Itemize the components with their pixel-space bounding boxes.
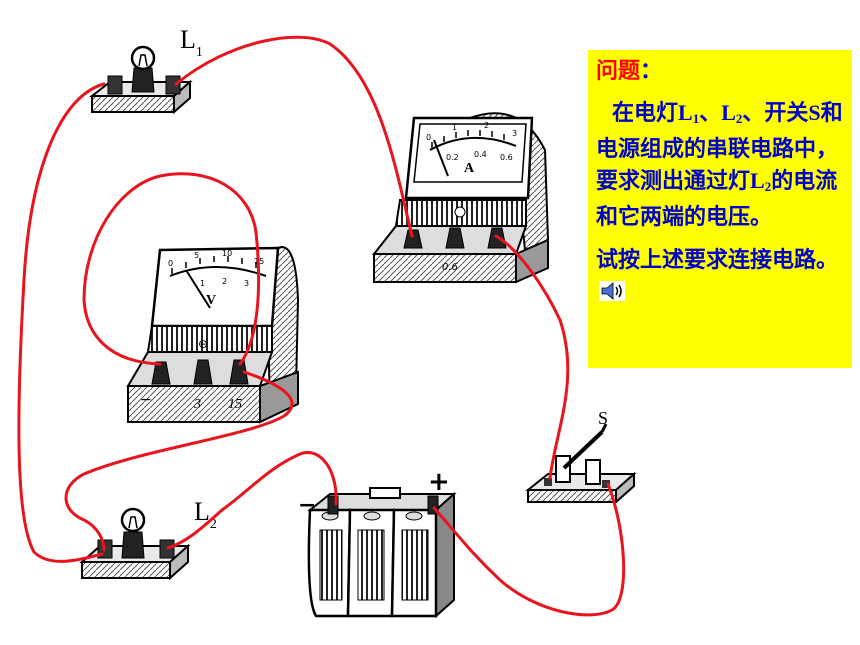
q-part-e: 的电流和它两端的电压。 [596, 169, 838, 230]
ammeter-unit: A [464, 161, 475, 176]
ammeter-scale-top-1: 1 [452, 123, 457, 132]
switch-s[interactable] [525, 423, 637, 505]
q-instruction-text: 试按上述要求连接电路。 [596, 248, 839, 273]
speaker-icon[interactable] [598, 280, 626, 302]
battery-minus-label: − [298, 493, 316, 518]
wire-battery-to-l2[interactable] [166, 451, 338, 550]
battery-cell-3 [390, 508, 438, 618]
q-lamp1-sub: 1 [692, 111, 700, 126]
q-part-a: 在电灯 [612, 101, 679, 126]
wire-l1-to-ammeter[interactable] [174, 35, 414, 238]
q-part-d: 和电源组成的串联电路中，要求测出通过灯 [596, 101, 843, 194]
battery[interactable] [307, 487, 457, 619]
wire-l1-to-l2[interactable] [17, 82, 106, 563]
ammeter-scale-bottom-1: 0.2 [446, 153, 459, 162]
question-title-text: 问题 [596, 59, 641, 84]
q-part-b: 、 [699, 101, 722, 126]
voltmeter-minus-mark: − [140, 392, 152, 408]
wire-voltmeter-15[interactable] [64, 370, 294, 552]
lamp-l2-label: L2 [194, 497, 217, 532]
ammeter-scale-bottom-2: 0.4 [474, 150, 487, 159]
voltmeter-terminal-minus[interactable] [151, 361, 171, 385]
q-lamp2-sub-2: 2 [764, 179, 772, 194]
q-part-c: 、开关 [742, 101, 809, 126]
question-body: 在电灯L1、L2、开关S和电源组成的串联电路中，要求测出通过灯L2的电流和它两端… [596, 97, 844, 233]
question-title-colon: ： [640, 59, 663, 84]
voltmeter-scale-top-5: 5 [194, 251, 199, 260]
ammeter-scale-top-3: 3 [512, 129, 517, 138]
q-lamp2-letter: L [721, 100, 736, 125]
wire-switch-to-battery[interactable] [432, 482, 626, 617]
lamp-l1[interactable] [89, 45, 193, 115]
voltmeter-terminal-3-label: 3 [193, 397, 201, 412]
battery-cell-1 [307, 508, 352, 618]
question-title: 问题： [596, 56, 844, 87]
ammeter-terminal-0-6[interactable] [445, 227, 465, 249]
ammeter[interactable] [371, 112, 550, 284]
battery-terminal-minus[interactable] [327, 495, 339, 515]
q-switch-letter: S [808, 100, 821, 125]
battery-cell-2 [346, 508, 396, 618]
voltmeter-scale-bottom-2: 2 [222, 277, 227, 286]
lamp-l1-label: L1 [180, 25, 203, 60]
q-lamp2-letter-2: L [750, 168, 765, 193]
wire-ammeter-to-switch[interactable] [494, 234, 570, 480]
voltmeter-terminal-15-label: 15 [228, 397, 242, 412]
ammeter-scale-top-0: 0 [426, 133, 431, 142]
voltmeter-scale-bottom-3: 3 [244, 279, 249, 288]
question-instruction: 试按上述要求连接电路。 [596, 245, 844, 307]
ammeter-terminal-mark: 0.6 [442, 262, 458, 273]
voltmeter[interactable] [126, 246, 300, 424]
question-panel: 问题： 在电灯L1、L2、开关S和电源组成的串联电路中，要求测出通过灯L2的电流… [588, 50, 852, 368]
q-lamp2-sub: 2 [735, 111, 743, 126]
voltmeter-terminal-3[interactable] [193, 359, 213, 385]
lamp-l2[interactable] [79, 507, 191, 581]
voltmeter-scale-bottom-1: 1 [200, 279, 205, 288]
ammeter-scale-bottom-3: 0.6 [500, 153, 513, 162]
voltmeter-unit: V [206, 293, 216, 308]
q-lamp1-letter: L [678, 100, 693, 125]
voltmeter-zero-adjust: ⊖ [198, 337, 208, 351]
battery-terminal-plus[interactable] [427, 495, 439, 515]
ammeter-scale-top-2: 2 [484, 121, 489, 130]
battery-plus-label: + [428, 467, 450, 497]
ammeter-terminal-minus[interactable] [403, 229, 423, 249]
voltmeter-scale-top-10: 10 [222, 249, 232, 258]
switch-label: S [598, 408, 608, 428]
wire-voltmeter-minus[interactable] [82, 172, 261, 366]
voltmeter-scale-top-0: 0 [168, 259, 173, 268]
